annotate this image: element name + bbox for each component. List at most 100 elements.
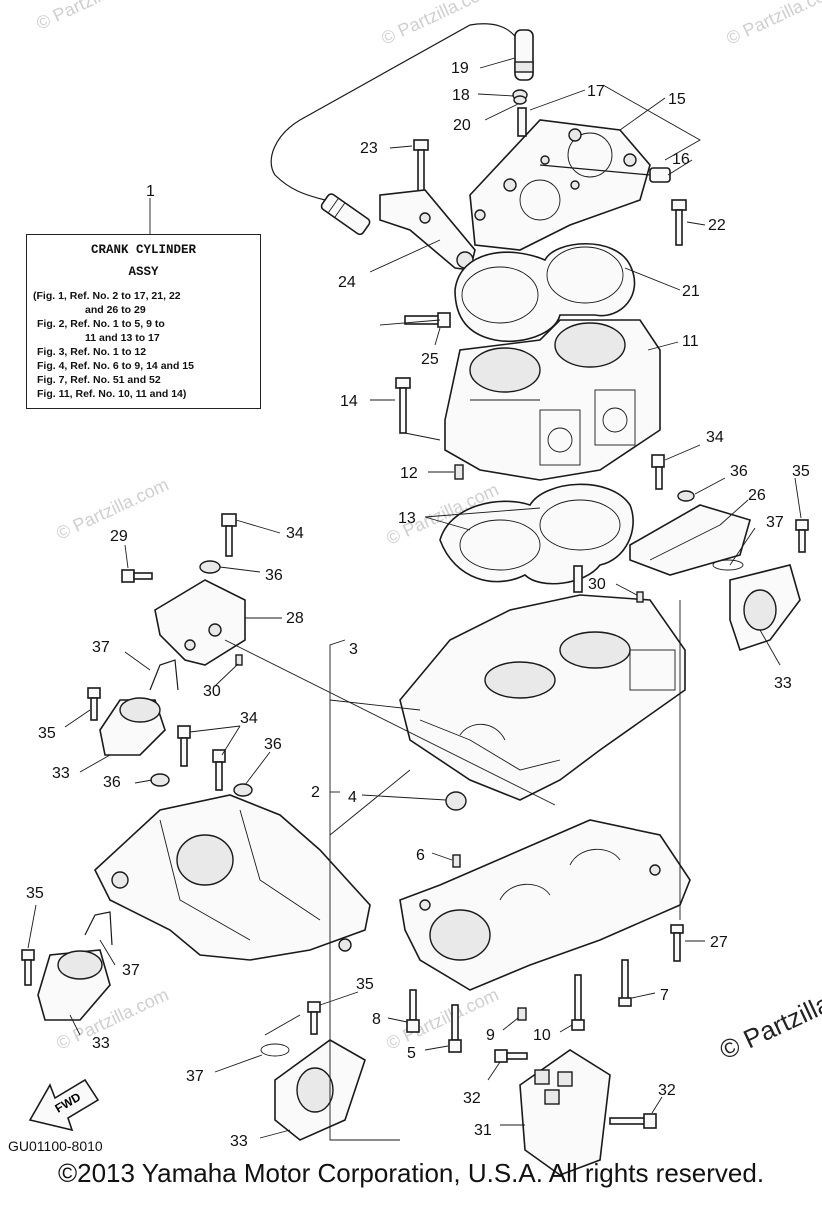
callout-6: 6 [416, 847, 425, 864]
ref-line-25 [379, 319, 441, 326]
callout-4: 4 [348, 789, 357, 806]
callout-13: 13 [398, 510, 416, 527]
reference-line: Fig. 3, Ref. No. 1 to 12 [37, 346, 147, 358]
forward-direction-arrow: FWD [28, 1078, 100, 1132]
bolt-10 [571, 974, 585, 1031]
callout-17: 17 [587, 83, 605, 100]
callout-16: 16 [672, 151, 690, 168]
stud-top [573, 565, 583, 593]
ref-line-14 [404, 432, 441, 441]
cylinder-head-15 [469, 119, 651, 251]
engine-mount-33b [37, 949, 111, 1021]
sensor-17 [517, 107, 527, 137]
watermark: © Partzilla.com [723, 0, 822, 49]
manifold-33-bottom [274, 1039, 366, 1141]
callout-34a: 34 [706, 429, 724, 446]
dowel-30b [636, 591, 644, 603]
callout-23: 23 [360, 140, 378, 157]
bolt-8 [406, 989, 420, 1033]
nut-9 [517, 1007, 527, 1021]
callout-28: 28 [286, 610, 304, 627]
callout-29: 29 [110, 528, 128, 545]
ref-line-3b [329, 699, 421, 711]
callout-36c: 36 [264, 736, 282, 753]
reference-line: (Fig. 1, Ref. No. 2 to 17, 21, 22 [33, 290, 181, 302]
cylinder-block-11 [444, 319, 661, 481]
gasket-13 [439, 483, 634, 585]
callout-9: 9 [486, 1027, 495, 1044]
ref-line-17 [602, 84, 701, 161]
bolt-25 [404, 312, 451, 328]
bolt-7 [618, 959, 632, 1007]
callout-1: 1 [146, 183, 155, 200]
bracket-24 [379, 189, 476, 271]
diagram-code: GU01100-8010 [8, 1138, 103, 1154]
leader-lines [27, 57, 802, 1139]
bolt-14 [395, 377, 411, 434]
bolt-35c [307, 1001, 321, 1035]
hose-band [514, 61, 534, 73]
callout-21: 21 [682, 283, 700, 300]
bearing-4 [445, 791, 467, 811]
callout-34c: 34 [240, 710, 258, 727]
dowel-12 [454, 464, 464, 480]
callout-37d: 37 [186, 1068, 204, 1085]
plug-16 [539, 164, 671, 183]
reference-line: 11 and 13 to 17 [85, 332, 160, 344]
bolt-34-right [651, 454, 665, 490]
callout-36d: 36 [103, 774, 121, 791]
bolt-32a [494, 1049, 528, 1063]
ref-line-35c [264, 1014, 301, 1036]
reference-line: Fig. 11, Ref. No. 10, 11 and 14) [37, 388, 187, 400]
callout-35a: 35 [792, 463, 810, 480]
bolt-32b [609, 1113, 657, 1129]
mount-bracket-28 [154, 579, 246, 666]
callout-5: 5 [407, 1045, 416, 1062]
reference-line: Fig. 2, Ref. No. 1 to 5, 9 to [37, 318, 165, 330]
callout-27: 27 [710, 934, 728, 951]
ref-line-3c [329, 769, 411, 836]
watermark: © Partzilla.com [33, 0, 151, 34]
bolt-29 [121, 569, 153, 583]
ref-line-28 [224, 639, 556, 806]
callout-18: 18 [452, 87, 470, 104]
callout-10: 10 [533, 1027, 551, 1044]
bolt-34-lower [177, 725, 226, 791]
callout-37a: 37 [766, 514, 784, 531]
gasket-37-bottom [260, 1043, 290, 1057]
crankcase-upper-3 [399, 594, 686, 801]
callout-7: 7 [660, 987, 669, 1004]
callout-24: 24 [338, 274, 356, 291]
copyright-footer: ©2013 Yamaha Motor Corporation, U.S.A. A… [57, 1158, 765, 1188]
gasket-21 [454, 243, 636, 343]
watermark: © Partzilla.com [383, 984, 501, 1053]
callout-34b: 34 [286, 525, 304, 542]
watermark-large: © Partzilla [715, 988, 822, 1066]
washer-36-lower [150, 773, 170, 787]
callout-15: 15 [668, 91, 686, 108]
assembly-subtitle: ASSY [128, 265, 159, 279]
engine-mount-plate [94, 794, 371, 961]
bolt-35b [21, 949, 35, 986]
bolt-35-right [795, 519, 809, 553]
callout-37b: 37 [92, 639, 110, 656]
callout-33c: 33 [92, 1035, 110, 1052]
callout-3: 3 [349, 641, 358, 658]
reference-line: Fig. 7, Ref. No. 51 and 52 [37, 374, 161, 386]
washer-36-right [677, 490, 695, 502]
washer-36-mid [233, 783, 253, 797]
callout-19: 19 [451, 60, 469, 77]
dowel-6 [452, 854, 461, 868]
callout-35b: 35 [38, 725, 56, 742]
reed-valve-26 [629, 504, 751, 576]
bolt-5 [448, 1004, 462, 1053]
crankcase-lower [399, 819, 691, 991]
callout-2: 2 [311, 784, 320, 801]
callout-32b: 32 [658, 1082, 676, 1099]
assembly-reference-list: (Fig. 1, Ref. No. 2 to 17, 21, 22 and 26… [33, 289, 254, 401]
bracket-31 [519, 1049, 611, 1176]
callout-35d: 35 [356, 976, 374, 993]
ref-line-3 [329, 639, 400, 1141]
washer-36-upper [199, 560, 221, 574]
